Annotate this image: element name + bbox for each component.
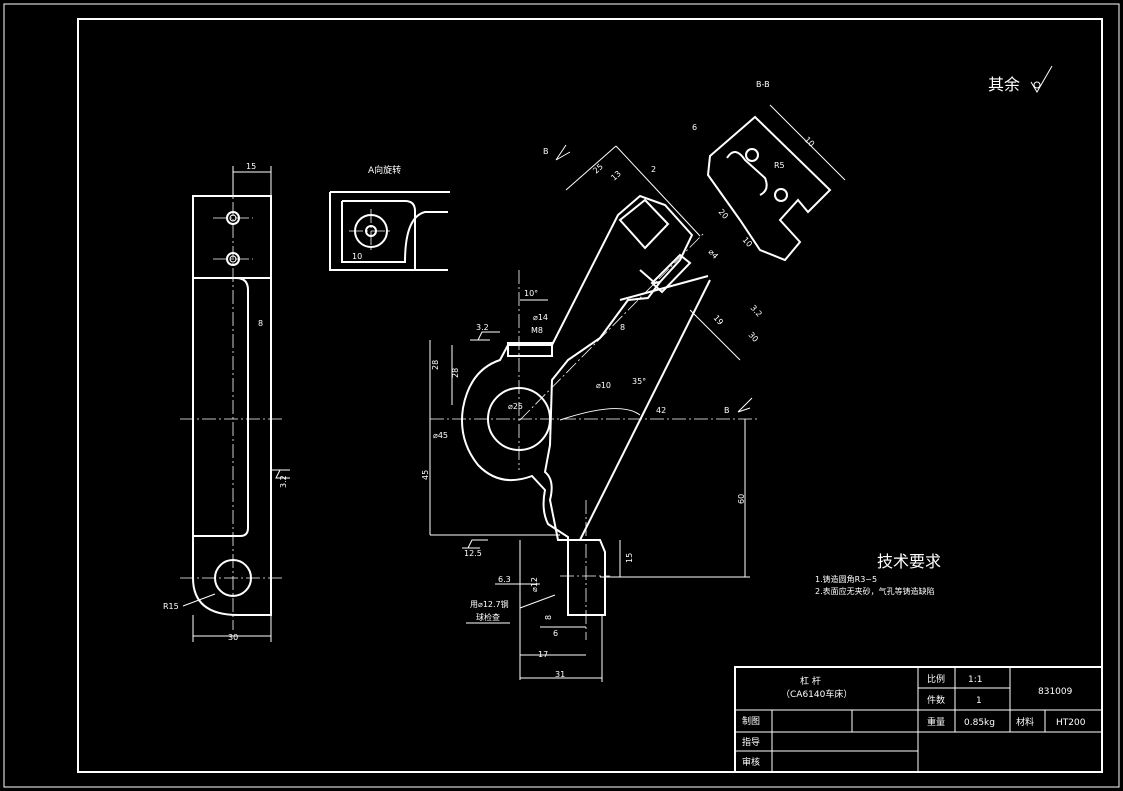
main-dim-17: 17 bbox=[538, 650, 548, 659]
tech-req-item-2: 2.表面应无夹砂，气孔等铸造缺陷 bbox=[815, 586, 935, 596]
section-dim-10: 10 bbox=[803, 135, 817, 149]
review-label: 审核 bbox=[742, 756, 760, 768]
section-dim-r5: R5 bbox=[774, 161, 785, 170]
main-dim-phi4: ⌀4 bbox=[707, 247, 720, 260]
surface-roughness-note: 其余 bbox=[988, 65, 1053, 94]
section-dim-6: 6 bbox=[692, 123, 697, 132]
main-dim-15: 15 bbox=[625, 553, 634, 563]
machine-name: （CA6140车床） bbox=[781, 688, 852, 700]
dim-15-top: 15 bbox=[246, 162, 256, 171]
main-dim-angle10: 10° bbox=[524, 289, 538, 298]
cut-mark-b-top: B bbox=[543, 147, 549, 156]
tech-req-title: 技术要求 bbox=[877, 552, 941, 571]
material-value: HT200 bbox=[1056, 718, 1086, 728]
left-view: 15 30 8 R15 3.2 bbox=[163, 162, 290, 642]
main-dim-m8: M8 bbox=[531, 326, 543, 335]
tech-requirements: 技术要求 1.铸造圆角R3~5 2.表面应无夹砂，气孔等铸造缺陷 bbox=[815, 552, 941, 596]
scale-label: 比例 bbox=[927, 673, 945, 685]
rotated-view-label: A向旋转 bbox=[368, 164, 401, 176]
dim-wall: 8 bbox=[258, 319, 263, 328]
dim-r15: R15 bbox=[163, 602, 179, 611]
main-dim-8b: 8 bbox=[620, 323, 625, 332]
main-dim-28a: 28 bbox=[431, 360, 440, 370]
main-dim-phi12: ⌀12 bbox=[530, 577, 539, 592]
scale-value: 1:1 bbox=[968, 675, 982, 685]
guide-label: 指导 bbox=[742, 736, 760, 748]
main-dim-20: 20 bbox=[717, 207, 731, 221]
qty-label: 件数 bbox=[927, 694, 945, 706]
ball-note-2: 球检查 bbox=[476, 612, 500, 622]
weight-label: 重量 bbox=[927, 716, 945, 728]
main-dim-6: 6 bbox=[553, 629, 558, 638]
roughness-symbol bbox=[1030, 65, 1053, 93]
main-dim-28b: 28 bbox=[451, 368, 460, 378]
material-label: 材料 bbox=[1016, 716, 1034, 728]
qty-value: 1 bbox=[976, 696, 982, 706]
surface-note-text: 其余 bbox=[988, 75, 1020, 94]
main-dim-25: 25 bbox=[591, 162, 605, 176]
main-dim-2: 2 bbox=[651, 165, 656, 174]
main-dim-60: 60 bbox=[737, 494, 746, 504]
main-dim-phi25: ⌀25 bbox=[508, 402, 523, 411]
main-dim-r125: 12.5 bbox=[464, 549, 482, 558]
main-dim-45: 45 bbox=[421, 470, 430, 480]
left-view-pocket bbox=[193, 277, 249, 537]
main-dim-30: 30 bbox=[747, 330, 761, 344]
weight-value: 0.85kg bbox=[964, 718, 995, 728]
main-dim-r32: 3.2 bbox=[476, 323, 489, 332]
drawing-frame bbox=[77, 18, 1103, 773]
section-label: B-B bbox=[756, 80, 770, 89]
main-dim-angle35: 35° bbox=[632, 377, 646, 386]
drawing-number: 831009 bbox=[1038, 687, 1073, 697]
outer-border bbox=[3, 3, 1120, 788]
tech-req-item-1: 1.铸造圆角R3~5 bbox=[815, 574, 877, 584]
main-dim-phi10: ⌀10 bbox=[596, 381, 611, 390]
main-view: 45 28 28 60 15 ⌀45 ⌀25 ⌀10 35° 42 10° ⌀1… bbox=[421, 144, 764, 682]
main-dim-r63: 6.3 bbox=[498, 575, 511, 584]
dim-30-bottom: 30 bbox=[228, 633, 238, 642]
roughness-left: 3.2 bbox=[279, 475, 288, 488]
rotated-dim-10: 10 bbox=[352, 252, 362, 261]
main-dim-phi14: ⌀14 bbox=[533, 313, 548, 322]
main-dim-13: 13 bbox=[609, 169, 623, 183]
main-dim-42: 42 bbox=[656, 406, 666, 415]
main-dim-phi45: ⌀45 bbox=[433, 431, 448, 440]
main-dim-31: 31 bbox=[555, 670, 565, 679]
main-dim-8: 8 bbox=[544, 615, 553, 620]
rotated-view-a: A向旋转 10 bbox=[329, 164, 450, 271]
drawn-by-label: 制图 bbox=[742, 715, 760, 727]
main-view-section-body bbox=[461, 194, 694, 616]
part-name: 杠 杆 bbox=[800, 675, 821, 687]
section-b-b: B-B 10 6 R5 bbox=[692, 80, 846, 262]
main-dim-r32b: 3.2 bbox=[749, 303, 764, 318]
title-block: 杠 杆 （CA6140车床） 比例 1:1 件数 1 831009 重量 0.8… bbox=[734, 666, 1103, 773]
left-view-outline bbox=[192, 195, 272, 616]
section-outline bbox=[706, 115, 832, 262]
cut-mark-b-bottom: B bbox=[724, 406, 730, 415]
main-dim-19: 19 bbox=[712, 313, 726, 327]
ball-note-1: 用⌀12.7钢 bbox=[470, 599, 509, 609]
